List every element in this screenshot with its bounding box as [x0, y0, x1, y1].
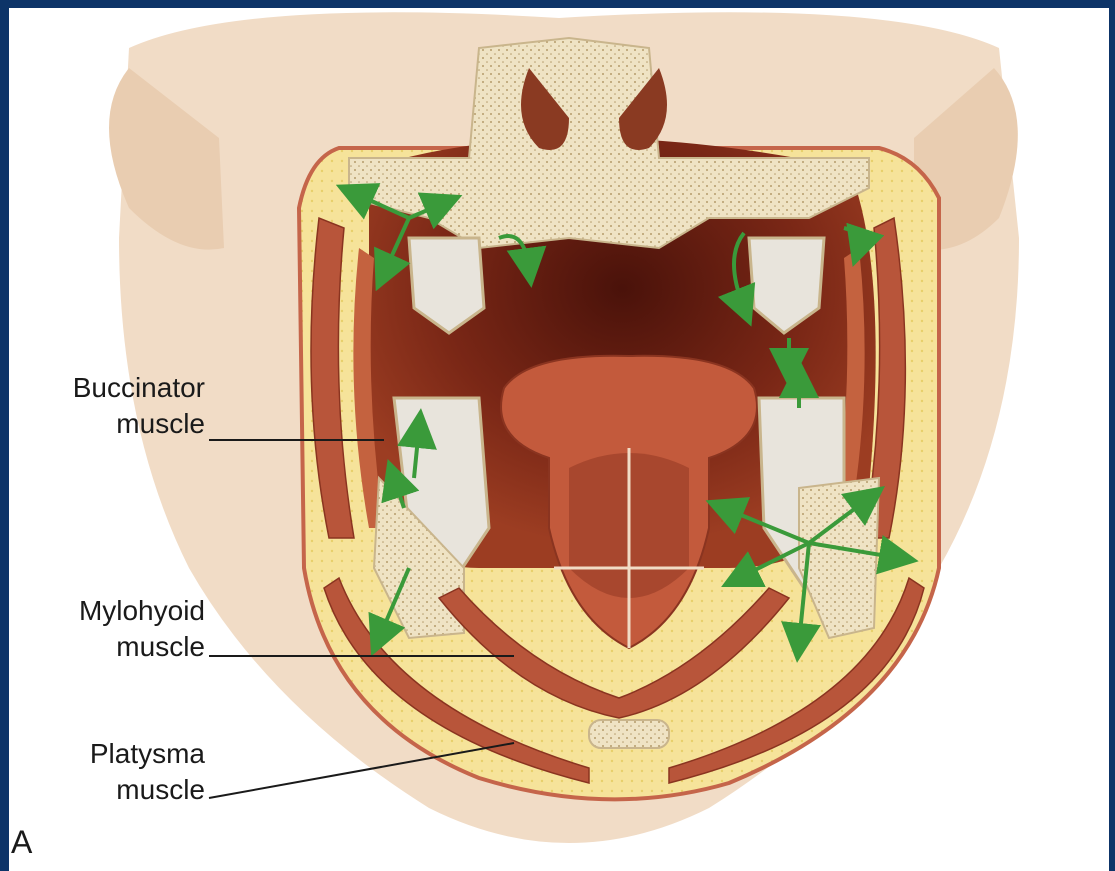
figure-panel: Buccinator muscle Mylohyoid muscle Platy…: [9, 8, 1109, 871]
mylohyoid-label-line1: Mylohyoid: [9, 593, 205, 629]
mylohyoid-label-line2: muscle: [9, 629, 205, 665]
platysma-label-line1: Platysma: [9, 736, 205, 772]
buccinator-label: Buccinator muscle: [9, 370, 205, 442]
platysma-label: Platysma muscle: [9, 736, 205, 808]
hyoid-bone: [589, 720, 669, 748]
buccinator-label-line1: Buccinator: [9, 370, 205, 406]
buccinator-label-line2: muscle: [9, 406, 205, 442]
platysma-label-line2: muscle: [9, 772, 205, 808]
mylohyoid-label: Mylohyoid muscle: [9, 593, 205, 665]
panel-letter: A: [11, 824, 32, 861]
